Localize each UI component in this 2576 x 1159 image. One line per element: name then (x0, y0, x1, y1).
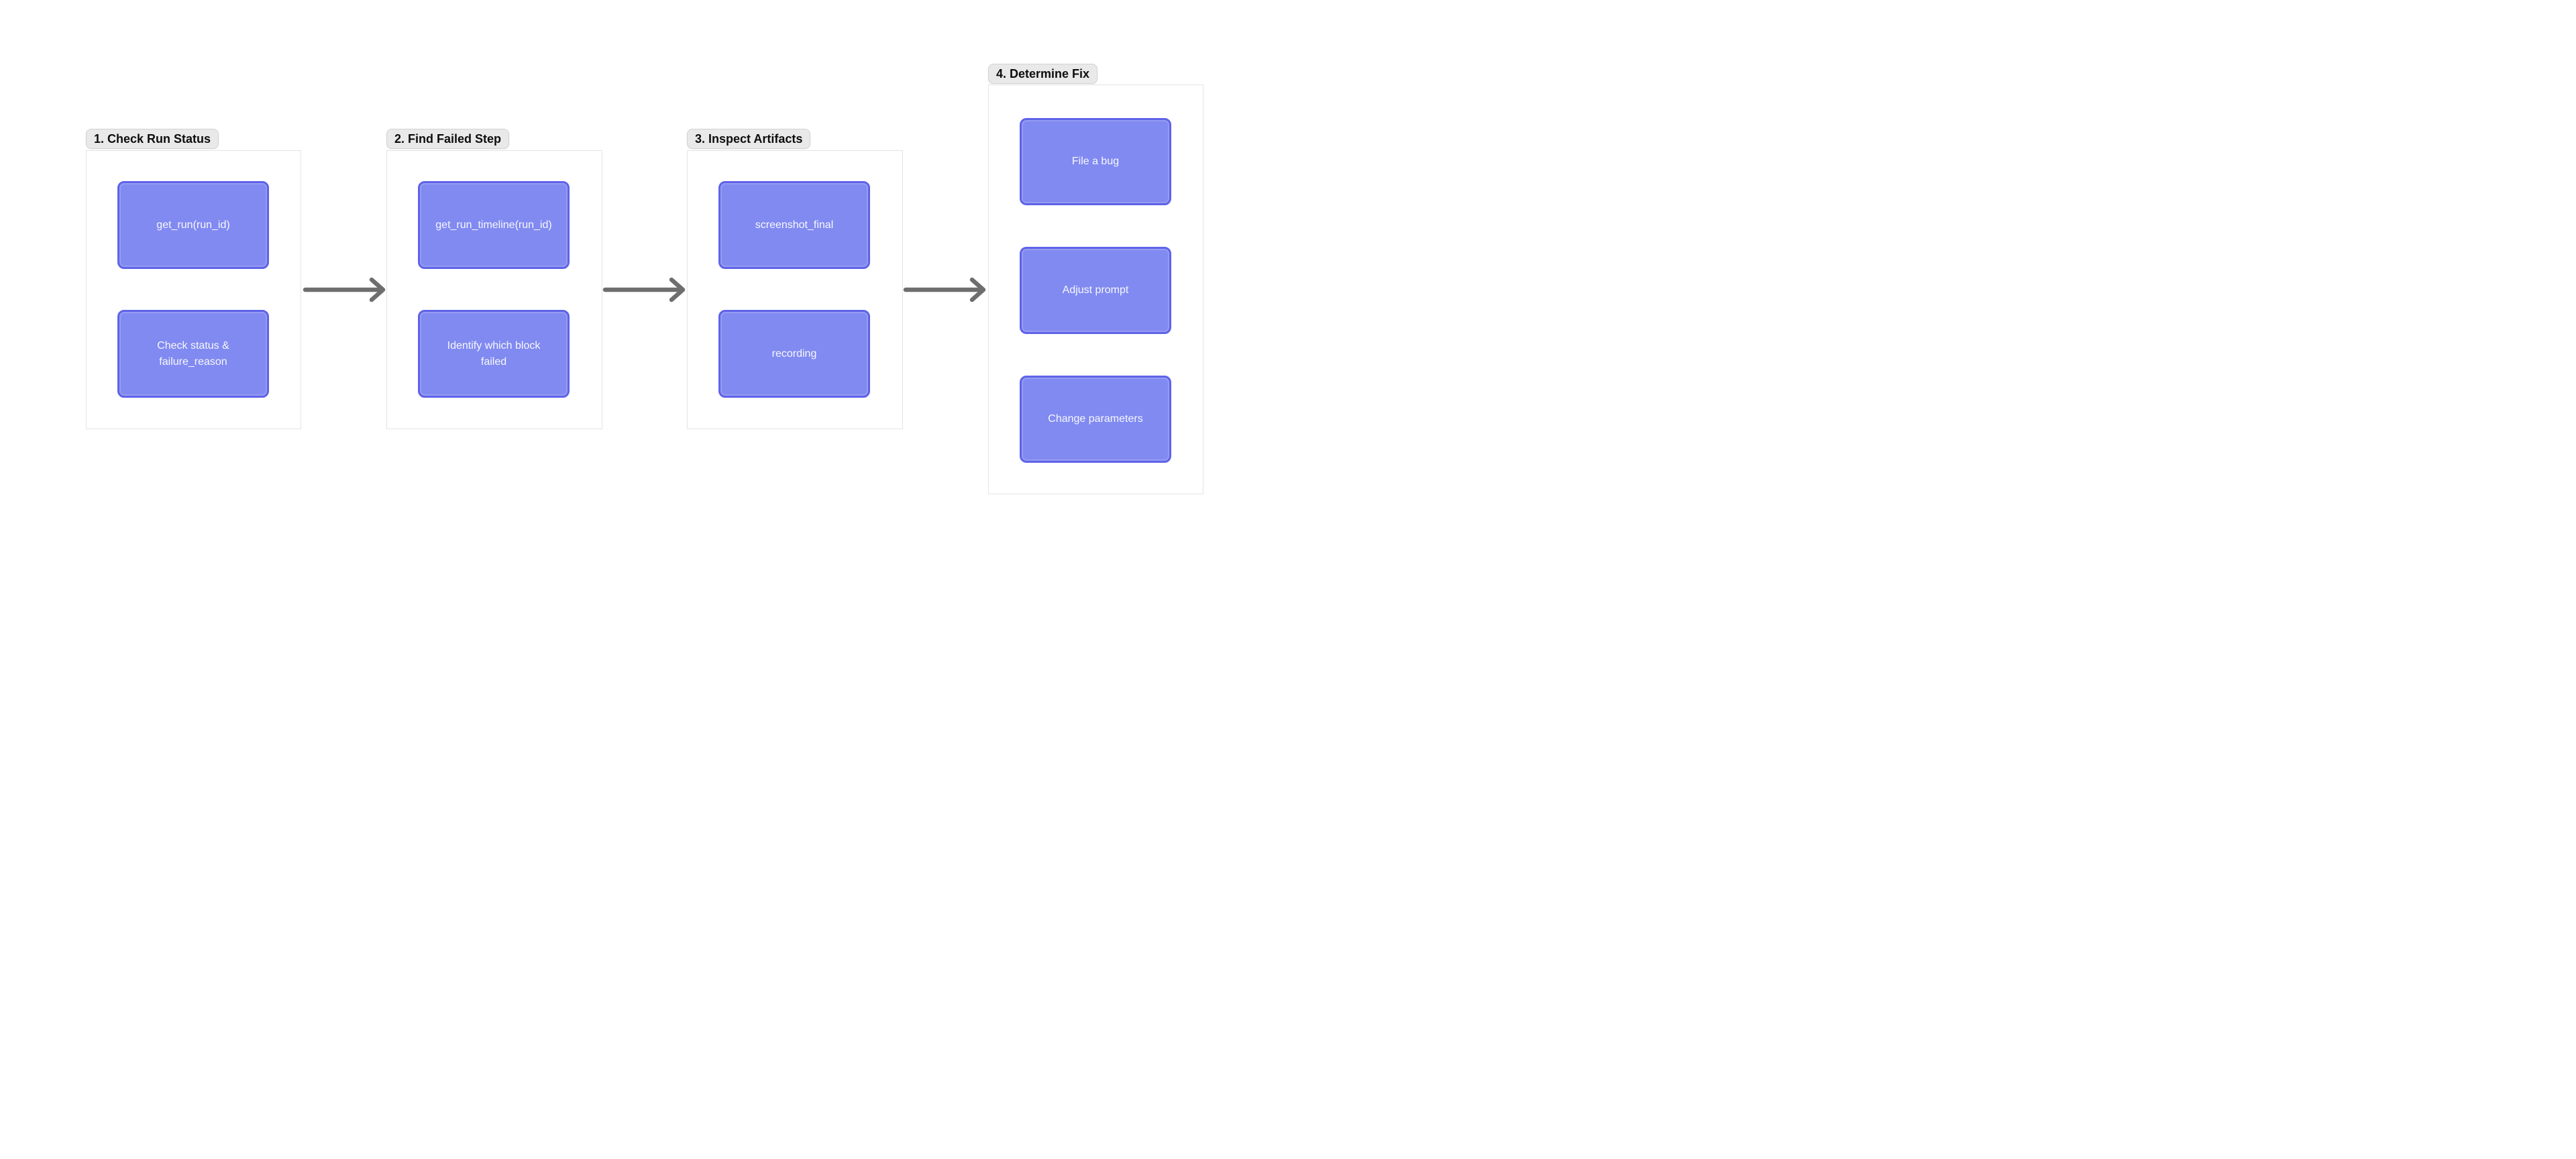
node-get-run-timeline[interactable]: get_run_timeline(run_id) (418, 181, 570, 269)
node-label: File a bug (1071, 156, 1120, 167)
group-determine-fix: File a bug Adjust prompt Change paramete… (988, 85, 1203, 494)
flow-canvas: 1. Check Run Status 2. Find Failed Step … (0, 0, 1288, 580)
step-label-inspect-artifacts: 3. Inspect Artifacts (687, 129, 811, 149)
node-check-status-failure-reason[interactable]: Check status & failure_reason (117, 310, 269, 398)
group-inspect-artifacts: screenshot_final recording (687, 150, 903, 429)
node-label: recording (771, 347, 817, 360)
node-get-run[interactable]: get_run(run_id) (117, 181, 269, 269)
group-find-failed-step: get_run_timeline(run_id) Identify which … (386, 150, 602, 429)
node-label: get_run(run_id) (156, 219, 230, 231)
node-label: Identify which block failed (447, 339, 541, 368)
step-label-check-run-status: 1. Check Run Status (86, 129, 219, 149)
node-change-parameters[interactable]: Change parameters (1020, 376, 1171, 463)
node-label: Adjust prompt (1062, 284, 1129, 296)
node-label: Change parameters (1048, 413, 1143, 425)
connector-arrow-3 (903, 277, 986, 302)
node-label: Check status & failure_reason (157, 339, 229, 368)
node-recording[interactable]: recording (718, 310, 870, 398)
connector-arrow-1 (303, 277, 386, 302)
node-adjust-prompt[interactable]: Adjust prompt (1020, 247, 1171, 334)
connector-arrow-2 (602, 277, 686, 302)
group-check-run-status: get_run(run_id) Check status & failure_r… (86, 150, 301, 429)
node-identify-failed-block[interactable]: Identify which block failed (418, 310, 570, 398)
step-label-determine-fix: 4. Determine Fix (988, 64, 1098, 84)
node-file-a-bug[interactable]: File a bug (1020, 118, 1171, 205)
node-label: screenshot_final (755, 219, 834, 231)
node-screenshot-final[interactable]: screenshot_final (718, 181, 870, 269)
node-label: get_run_timeline(run_id) (435, 219, 552, 231)
step-label-find-failed-step: 2. Find Failed Step (386, 129, 510, 149)
